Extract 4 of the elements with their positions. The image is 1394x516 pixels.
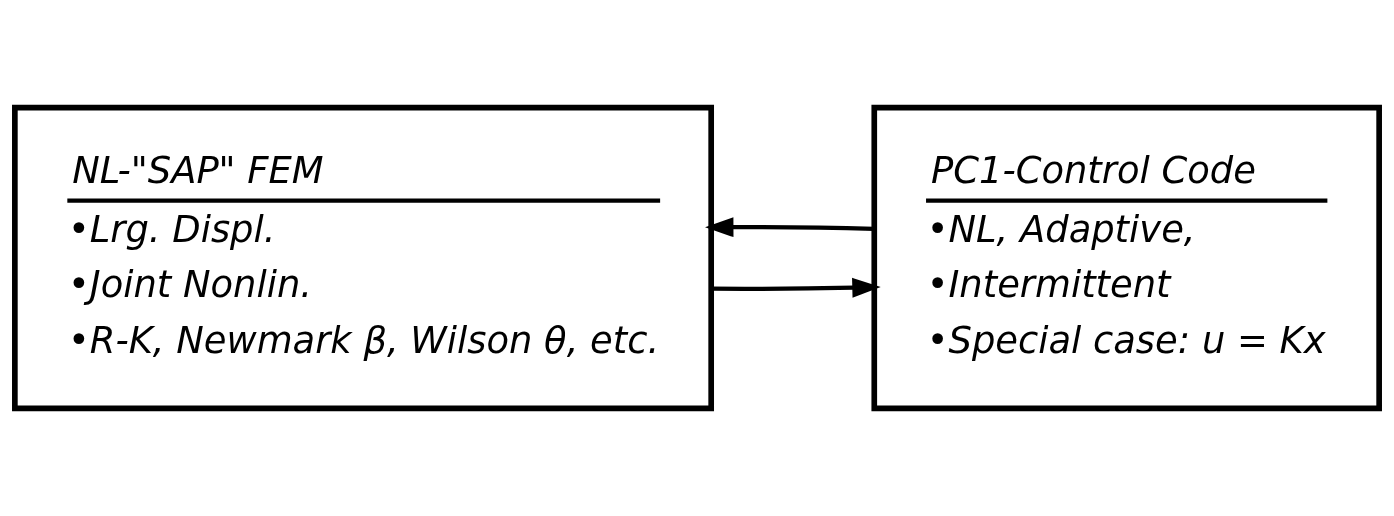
arrow [711, 277, 881, 298]
node-box: PC1-Control Code •NL, Adaptive, •Intermittent •Special case: u = Kx [871, 104, 1382, 412]
arrow [705, 217, 875, 238]
node-box: NL-"SAP" FEM •Lrg. Displ. •Joint Nonlin. •R-K, Newmark β, Wilson θ, etc. [12, 104, 714, 412]
